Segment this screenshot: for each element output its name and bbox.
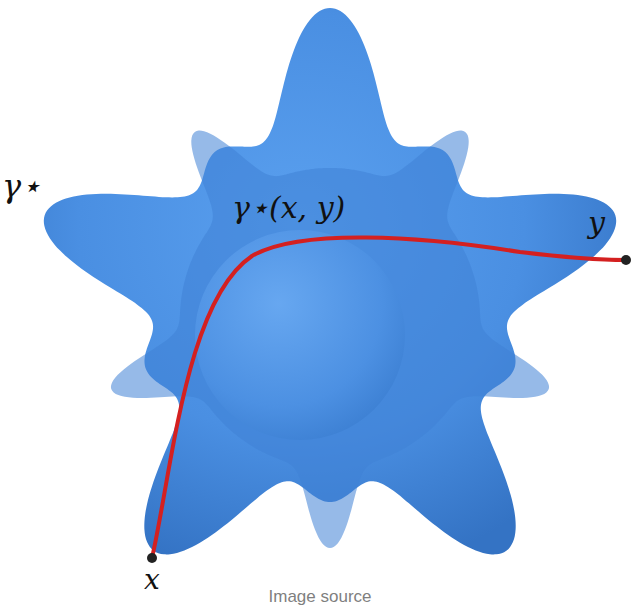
endpoint-dot (621, 255, 631, 265)
curve-label: γ⋆(x, y) (232, 193, 345, 223)
point-label: y (588, 208, 605, 238)
curve-symbol: γ⋆ (2, 170, 41, 202)
point-label: x (144, 566, 160, 594)
source-note: Image source (269, 588, 372, 605)
endpoint-dot (147, 553, 157, 563)
star-surface (44, 8, 616, 554)
surface-bumps (111, 131, 549, 548)
central-bulge (195, 230, 405, 440)
geodesic-curve (152, 237, 626, 558)
